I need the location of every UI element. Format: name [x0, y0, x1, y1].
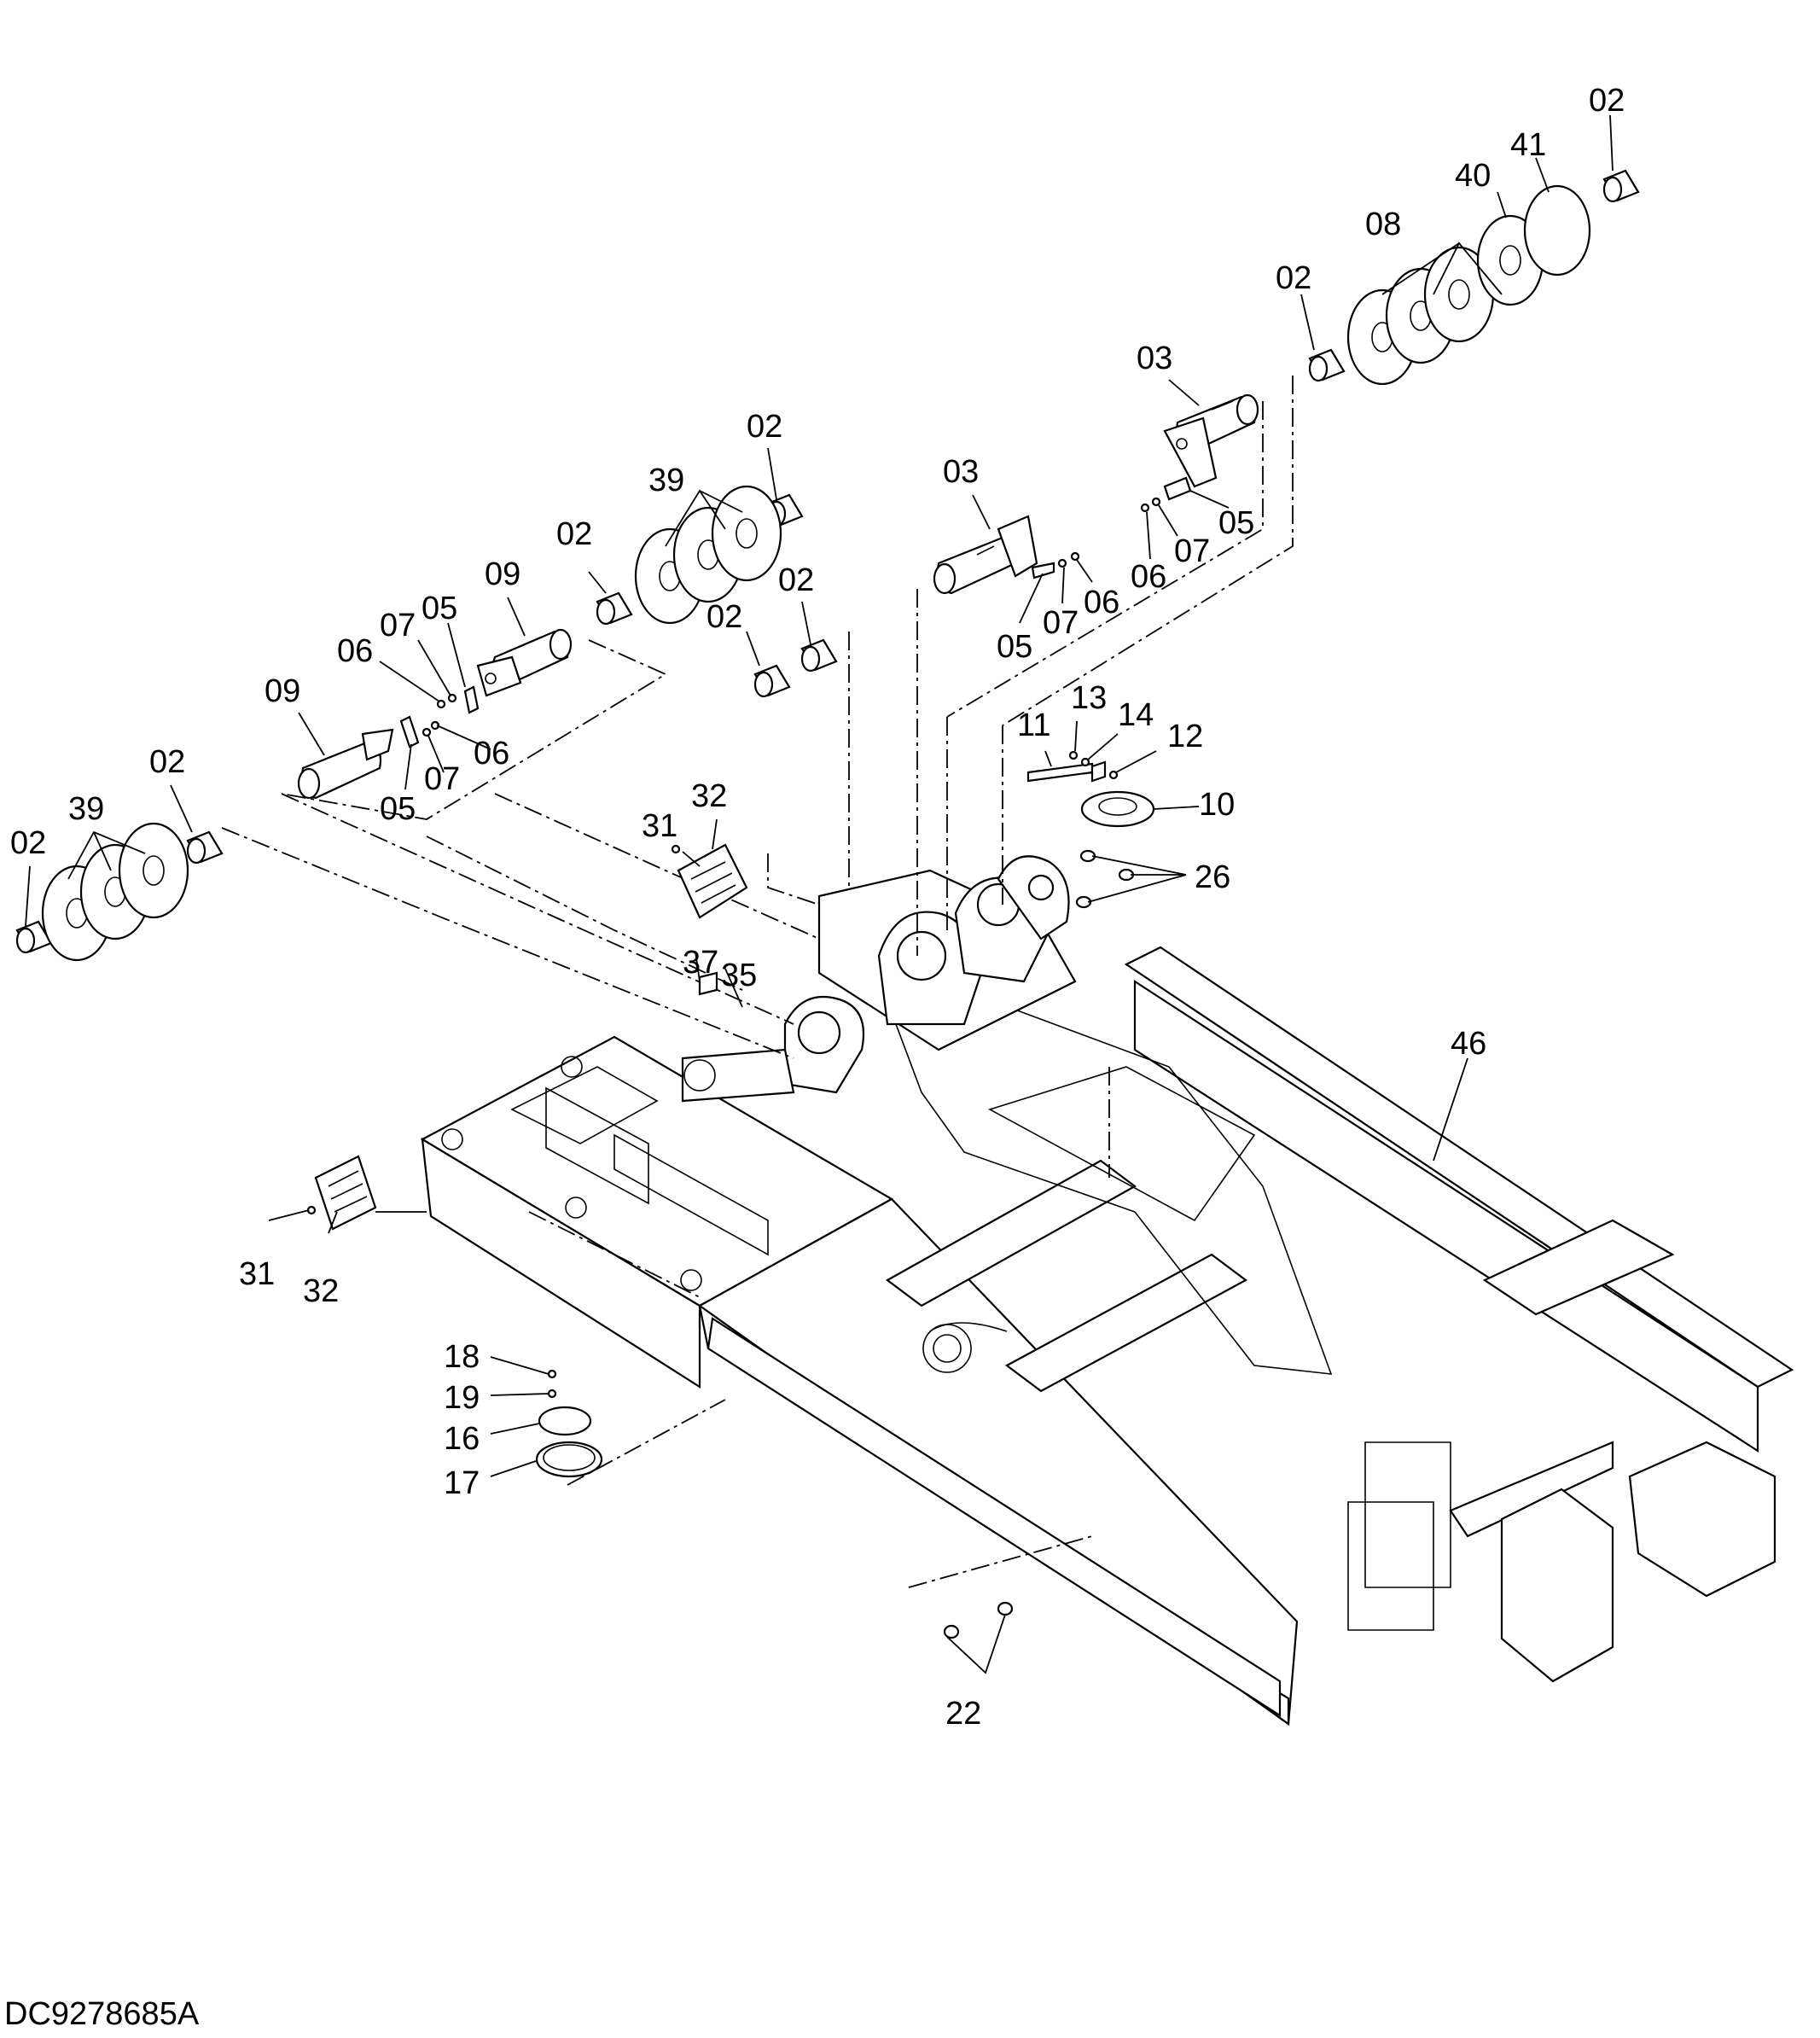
callout-31: 31 — [239, 1256, 275, 1292]
callout-39: 39 — [68, 791, 104, 827]
shims-08 — [1346, 246, 1495, 386]
callout-02: 02 — [778, 562, 814, 598]
callout-32: 32 — [691, 778, 727, 814]
bushing-02-h — [15, 920, 53, 954]
callout-07: 07 — [1043, 605, 1079, 641]
callout-35: 35 — [721, 958, 757, 993]
callout-17: 17 — [444, 1465, 480, 1501]
callout-06: 06 — [337, 633, 373, 669]
drawing-code: DC9278685A — [4, 1996, 200, 2032]
callout-12: 12 — [1167, 719, 1203, 754]
callout-03: 03 — [943, 454, 979, 490]
pin-03-upper — [1163, 393, 1259, 488]
callout-31: 31 — [642, 808, 677, 844]
bushing-02-e — [753, 664, 791, 698]
pin-09-lower — [297, 728, 394, 800]
bushing-02-d — [596, 591, 633, 626]
callout-05: 05 — [380, 791, 416, 827]
callout-02: 02 — [706, 599, 742, 635]
callout-11: 11 — [1017, 707, 1050, 743]
bushing-02-upper-right — [1308, 348, 1346, 382]
callout-08: 08 — [1365, 207, 1401, 242]
callout-13: 13 — [1071, 680, 1107, 716]
callout-10: 10 — [1199, 787, 1235, 823]
boom-bracket — [681, 855, 1077, 1103]
callout-26: 26 — [1195, 859, 1230, 895]
callout-41: 41 — [1510, 127, 1546, 163]
callout-46: 46 — [1451, 1026, 1486, 1062]
callout-02: 02 — [149, 744, 185, 780]
callout-14: 14 — [1118, 697, 1154, 733]
callout-39: 39 — [648, 463, 684, 498]
callout-18: 18 — [444, 1339, 480, 1375]
callout-22: 22 — [945, 1696, 981, 1732]
callout-02: 02 — [747, 409, 782, 445]
callout-05: 05 — [997, 629, 1032, 665]
callout-16: 16 — [444, 1421, 480, 1457]
callout-02: 02 — [1276, 260, 1311, 296]
callout-40: 40 — [1455, 158, 1491, 194]
callout-03: 03 — [1137, 341, 1172, 376]
bushing-02-top — [1602, 169, 1640, 203]
callout-05: 05 — [422, 591, 457, 626]
shim-41 — [1523, 184, 1591, 277]
callout-09: 09 — [265, 673, 300, 709]
main-frame-assembly — [420, 946, 1794, 1726]
callout-06: 06 — [474, 736, 509, 772]
pin-09-upper — [476, 628, 573, 697]
callout-19: 19 — [444, 1380, 480, 1416]
callout-07: 07 — [1174, 533, 1210, 569]
pin-03-middle — [933, 515, 1038, 595]
callout-07: 07 — [424, 761, 460, 797]
callout-06: 06 — [1131, 559, 1166, 595]
leader-lines — [25, 114, 1614, 1674]
callout-02: 02 — [1589, 83, 1625, 119]
shims-39-lower — [41, 822, 189, 962]
callout-06: 06 — [1084, 585, 1119, 620]
shims-39-upper — [634, 485, 782, 625]
bushing-02-f — [800, 638, 838, 673]
callout-02: 02 — [10, 825, 46, 861]
callout-07: 07 — [380, 608, 416, 643]
callout-05: 05 — [1218, 505, 1254, 541]
callout-02: 02 — [556, 516, 592, 552]
small-hardware — [306, 476, 1192, 1639]
callout-09: 09 — [485, 556, 520, 592]
callout-37: 37 — [683, 945, 718, 981]
bushing-02-g — [186, 830, 224, 865]
callouts: 02 41 40 08 02 03 05 07 06 03 05 07 06 0… — [10, 83, 1625, 1732]
callout-32: 32 — [303, 1273, 339, 1309]
